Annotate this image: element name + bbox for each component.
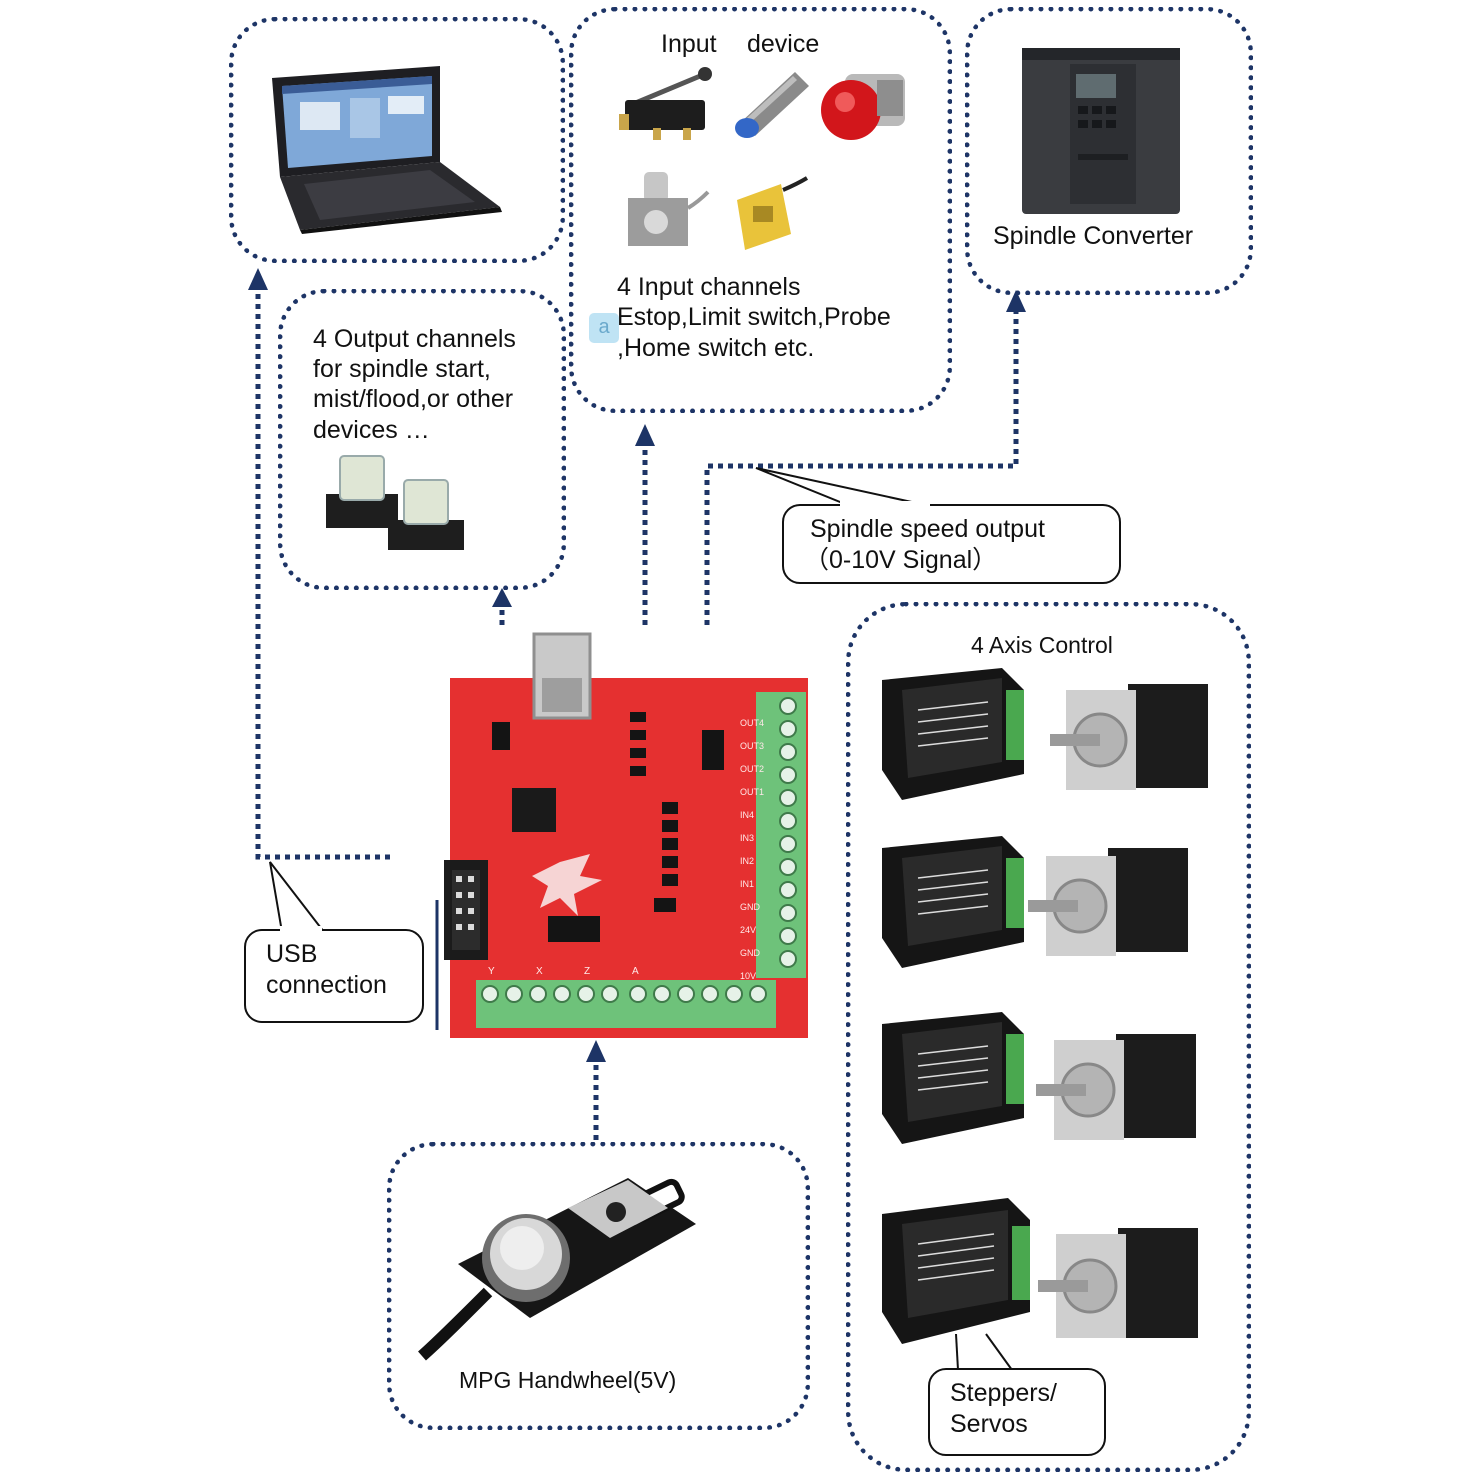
steppers-servos-callout: Steppers/ Servos [928, 1368, 1106, 1456]
input-channels-more: ,Home switch etc. [617, 334, 815, 362]
board-axis-label: Y [488, 966, 495, 977]
laptop-image [272, 66, 502, 234]
arrow-to-inputs [635, 424, 655, 446]
board-terminal-label: OUT1 [740, 787, 765, 797]
board-terminal-label: IN3 [740, 833, 755, 843]
board-terminal-label: OUT2 [740, 764, 765, 774]
axis-control-title: 4 Axis Control [971, 632, 1113, 658]
arrow-to-outputs [492, 588, 512, 607]
laptop-box [229, 17, 565, 263]
board-terminal-label: IN2 [740, 856, 755, 866]
callout-joint [840, 501, 930, 507]
output-line-2: for spindle start, [313, 355, 491, 383]
usb-connection-callout: USB connection [244, 929, 424, 1023]
output-channels-box [278, 289, 566, 590]
probe-switch-image [628, 172, 710, 246]
device-title-word: device [747, 30, 820, 58]
board-terminal-label: OUT4 [740, 718, 765, 728]
board-terminal-label: OUT3 [740, 741, 765, 751]
input-device-box [569, 7, 952, 413]
proximity-sensor-image [735, 72, 809, 138]
board-axis-label: X [536, 966, 543, 977]
spindle-converter-image [1022, 48, 1180, 214]
estop-button-image [821, 74, 905, 140]
mpg-handwheel-image [418, 1178, 696, 1361]
relay-modules-image [326, 455, 464, 550]
board-terminal-label: 10V [740, 971, 757, 981]
board-axis-label: Z [584, 966, 591, 977]
driver-motor-pair-3 [882, 1012, 1196, 1144]
usb-callout-line-2: connection [266, 971, 387, 999]
stepper-callout-line-2: Servos [950, 1410, 1028, 1438]
spindle-speed-line-1: Spindle speed output [810, 515, 1045, 543]
spindle-line [704, 310, 1019, 625]
output-line-3: mist/flood,or other [313, 385, 514, 413]
mpg-box [387, 1142, 810, 1430]
usb-callout-line-1: USB [266, 940, 318, 968]
input-channels-types: Estop,Limit switch,Probe [617, 303, 891, 331]
spindle-speed-line-2: （0-10V Signal） [804, 546, 998, 574]
arrow-to-spindle [1006, 290, 1026, 312]
usb-line [255, 290, 390, 860]
input-title-word: Input [661, 30, 717, 58]
spindle-converter-box [965, 7, 1253, 295]
controller-board-image [440, 626, 818, 1040]
driver-motor-pair-1 [882, 668, 1208, 800]
board-terminal-label: 24V [740, 925, 757, 935]
board-terminal-label: IN4 [740, 810, 755, 820]
board-terminal-label: IN1 [740, 879, 755, 889]
limit-switch-image [619, 67, 712, 140]
driver-motor-pair-4 [882, 1198, 1198, 1344]
input-channels-title: 4 Input channels [617, 273, 801, 301]
axis-control-box [846, 602, 1251, 1472]
board-terminal-label: GND [740, 902, 760, 912]
output-line-4: devices … [313, 416, 430, 444]
board-terminal-label: GND [740, 948, 760, 958]
spindle-speed-callout: Spindle speed output （0-10V Signal） [782, 504, 1121, 584]
translate-badge: a [589, 313, 619, 343]
arrow-to-laptop [248, 268, 268, 290]
arrow-to-board [586, 1040, 606, 1062]
usb-callout-joint [280, 926, 322, 932]
stepper-callout-line-1: Steppers/ [950, 1379, 1058, 1407]
spindle-converter-label: Spindle Converter [993, 222, 1194, 250]
mpg-handwheel-label: MPG Handwheel(5V) [459, 1367, 677, 1393]
driver-motor-pair-2 [882, 836, 1188, 968]
inductive-sensor-image [737, 176, 809, 250]
board-axis-label: A [632, 966, 639, 977]
output-line-1: 4 Output channels [313, 325, 516, 353]
